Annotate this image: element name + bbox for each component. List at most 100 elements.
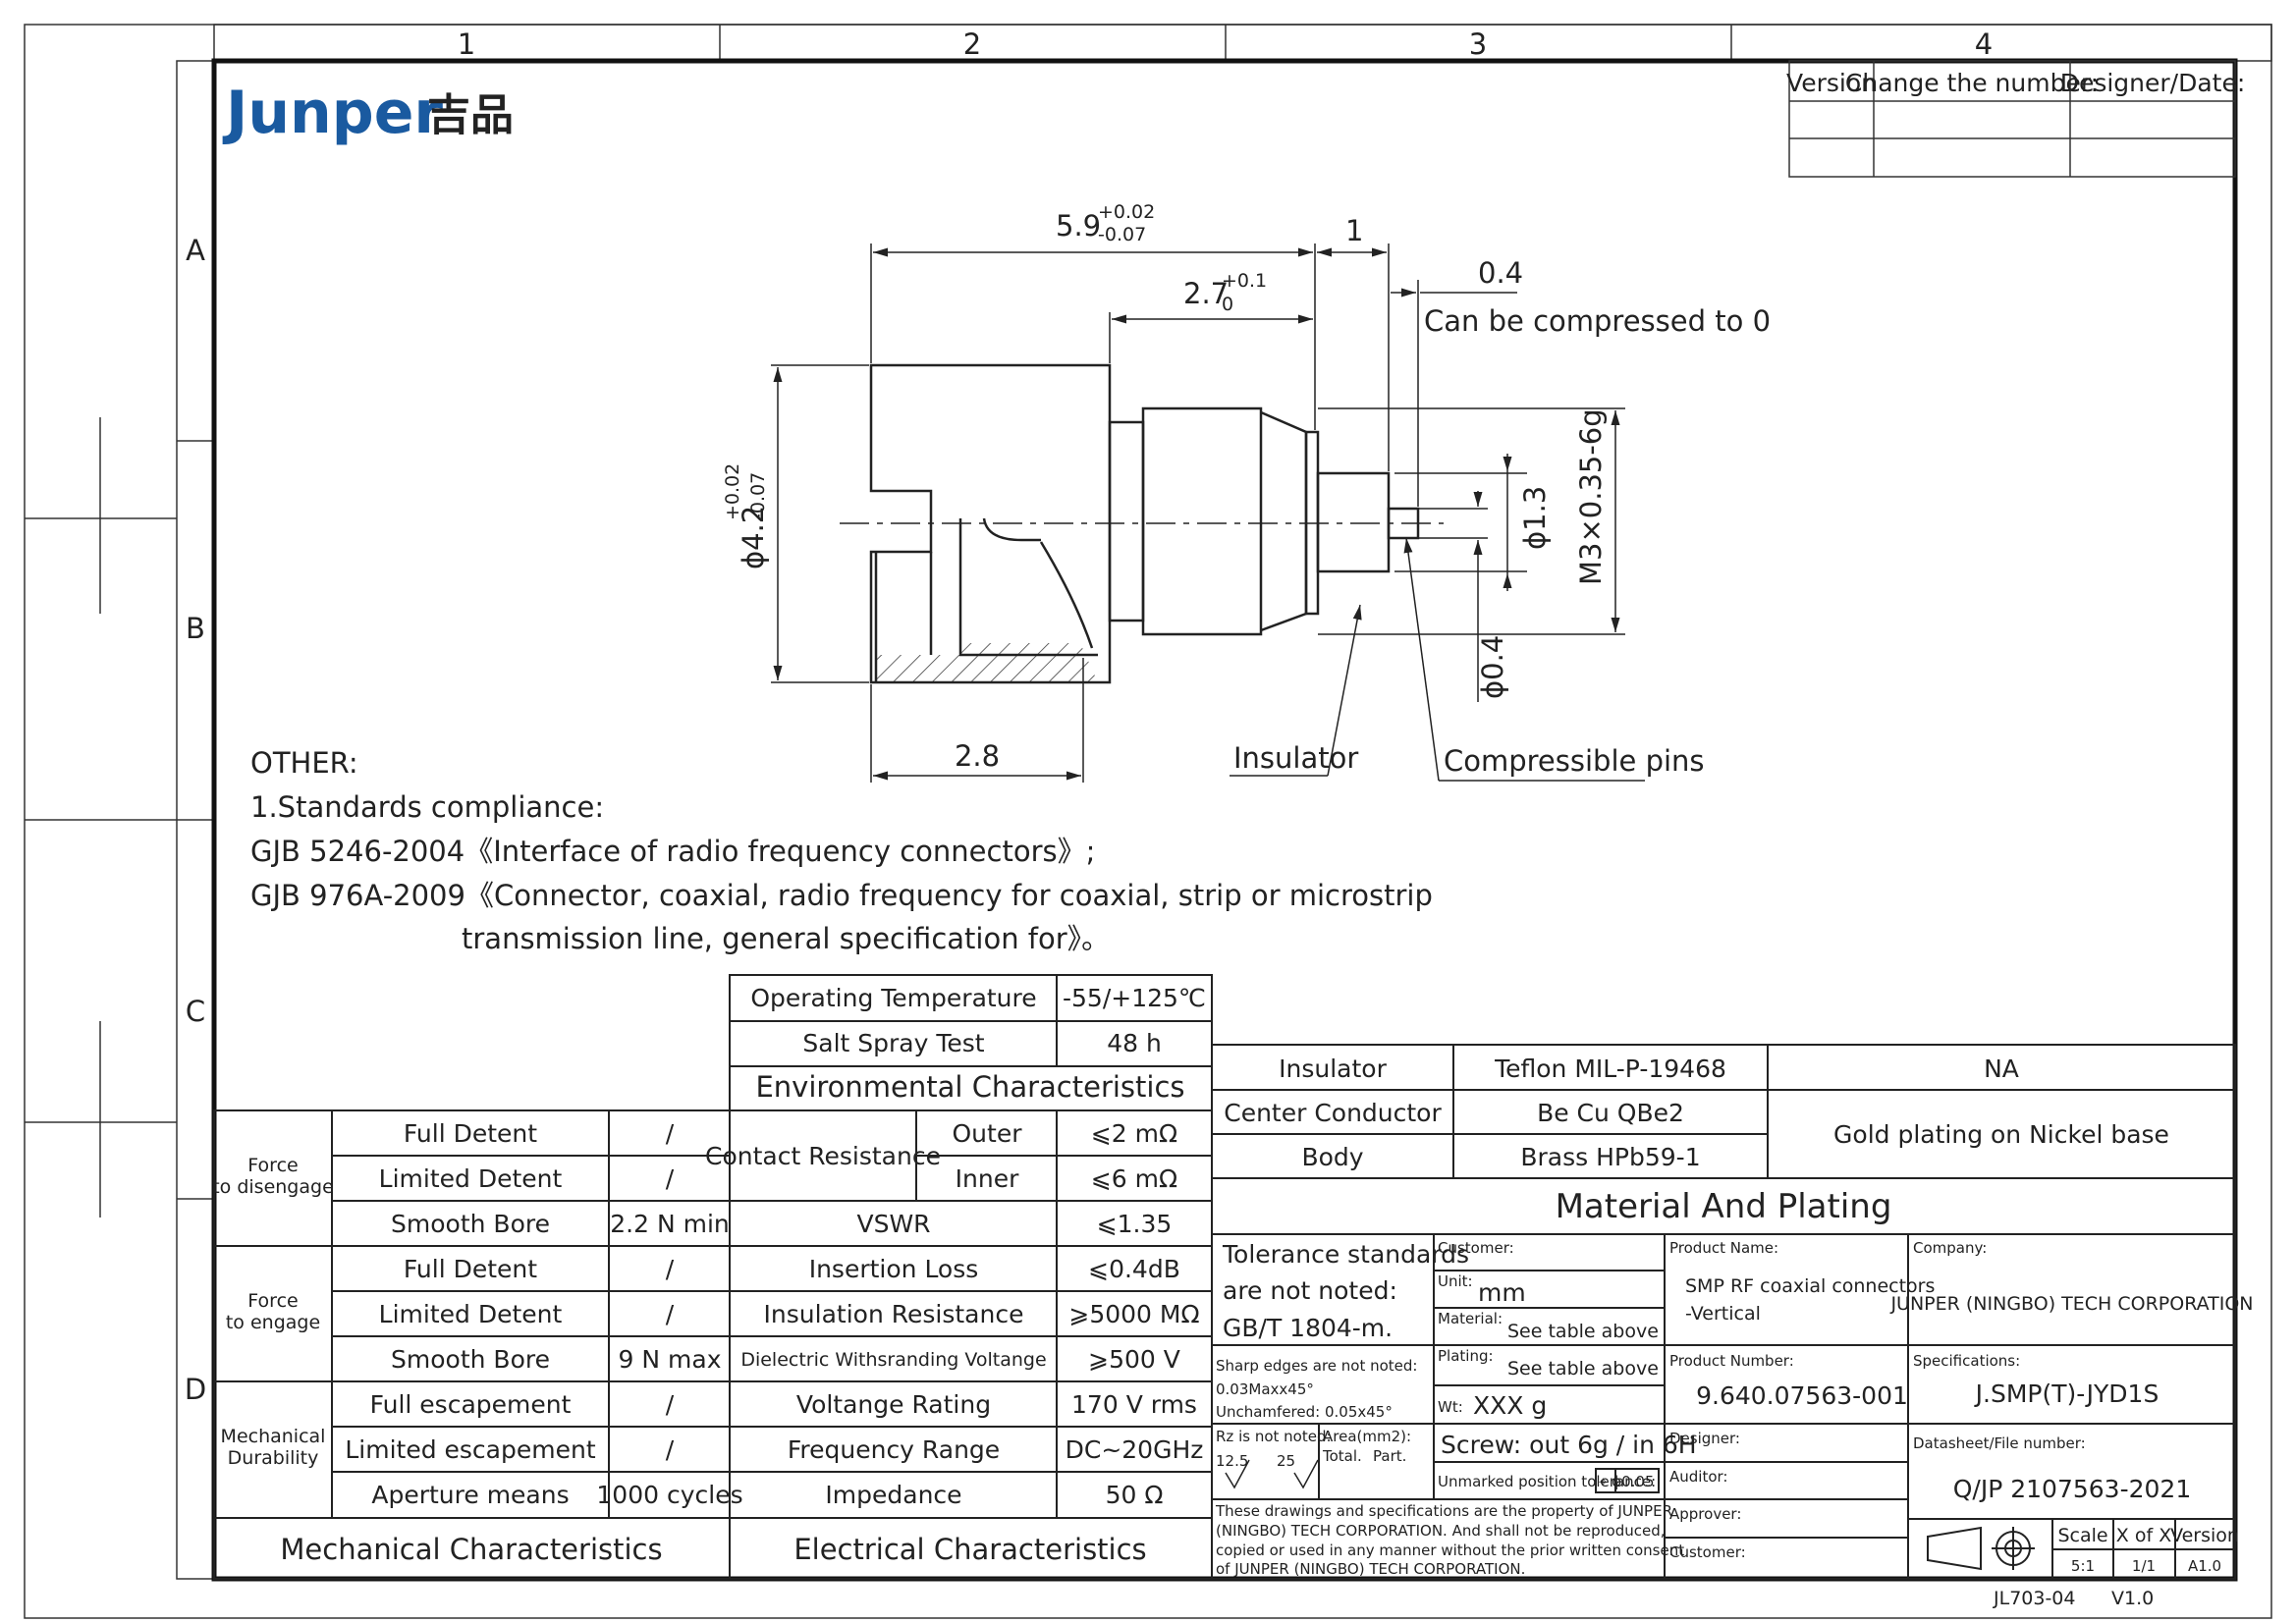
product-number-value: 9.640.07563-001	[1696, 1381, 1908, 1410]
dim-thread: M3×0.35-6g	[1574, 408, 1608, 585]
mech-group-1-l2: to engage	[226, 1312, 320, 1333]
designer-label: Designer:	[1669, 1430, 1740, 1447]
unit-value: mm	[1478, 1278, 1526, 1307]
datasheet-value: Q/JP 2107563-2021	[1953, 1475, 2191, 1503]
weight-value: XXX g	[1473, 1391, 1547, 1420]
material-value-0: Teflon MIL-P-19468	[1494, 1055, 1726, 1083]
dimensions	[771, 243, 1645, 783]
elec-row-value: 50 Ω	[1106, 1481, 1164, 1509]
dim-body-diameter-tol-up: +0.02	[722, 463, 743, 520]
area-label: Area(mm2):	[1323, 1428, 1411, 1445]
mech-row-value: /	[666, 1119, 675, 1148]
env-label-1: Salt Spray Test	[802, 1029, 984, 1057]
sharp-edges-line-2: 0.03Maxx45°	[1216, 1380, 1314, 1398]
env-label-0: Operating Temperature	[750, 984, 1036, 1012]
dim-mid-tol-dn: 0	[1222, 294, 1233, 315]
elec-contact-inner-value: ⩽6 mΩ	[1091, 1164, 1177, 1193]
specifications-label: Specifications:	[1913, 1352, 2020, 1370]
dim-tip-diameter: ϕ0.4	[1476, 635, 1509, 699]
material-value-1: Be Cu QBe2	[1537, 1099, 1684, 1127]
notes-line-5: transmission line, general specification…	[462, 922, 1110, 955]
notes-line-4: GJB 976A-2009《Connector, coaxial, radio …	[250, 879, 1433, 912]
notes-line-2: 1.Standards compliance:	[250, 790, 604, 824]
footer-form-code: JL703-04	[1993, 1588, 2076, 1609]
mech-row-value: /	[666, 1390, 675, 1419]
elec-row-label: Voltange Rating	[796, 1390, 991, 1419]
tolerance-line-3: GB/T 1804-m.	[1223, 1314, 1393, 1342]
company-logo: Junper	[222, 79, 443, 147]
weight-label: Wt:	[1438, 1398, 1463, 1416]
elec-row-value: 170 V rms	[1071, 1390, 1197, 1419]
footer-form-revision: V1.0	[2111, 1588, 2154, 1609]
rights-line-3: copied or used in any manner without the…	[1216, 1542, 1684, 1559]
version-value: A1.0	[2188, 1557, 2221, 1575]
mech-row-label: Smooth Bore	[391, 1210, 550, 1238]
zone-row-c: C	[186, 995, 205, 1028]
elec-row-label: VSWR	[856, 1210, 930, 1238]
mech-title: Mechanical Characteristics	[280, 1533, 662, 1566]
elec-row-label: Dielectric Withsranding Voltange	[740, 1349, 1046, 1371]
env-value-1: 48 h	[1107, 1029, 1162, 1057]
material-part-1: Center Conductor	[1224, 1099, 1442, 1127]
dim-pin-diameter: ϕ1.3	[1518, 486, 1552, 550]
tolerance-line-1: Tolerance standards	[1222, 1240, 1469, 1269]
elec-row-label: Insulation Resistance	[764, 1300, 1024, 1328]
label-compressible-pins: Compressible pins	[1444, 744, 1705, 778]
dim-one: 1	[1345, 214, 1363, 247]
plating-field-value: See table above	[1507, 1358, 1659, 1380]
mech-row-label: Smooth Bore	[391, 1345, 550, 1374]
dim-overall-tol-up: +0.02	[1098, 201, 1155, 223]
unmarked-tolerance-label: Unmarked position tolerance:	[1438, 1473, 1656, 1490]
elec-row-value: ⩾5000 MΩ	[1068, 1300, 1199, 1328]
projection-symbol	[1927, 1526, 2035, 1571]
elec-title: Electrical Characteristics	[793, 1533, 1146, 1566]
mech-row-value: /	[666, 1164, 675, 1193]
sheet-value: 1/1	[2132, 1557, 2156, 1575]
rights-line-4: of JUNPER (NINGBO) TECH CORPORATION.	[1216, 1560, 1525, 1578]
dim-gap: 0.4	[1478, 256, 1523, 290]
elec-row-value: ⩽0.4dB	[1088, 1255, 1180, 1283]
product-number-label: Product Number:	[1669, 1352, 1794, 1370]
material-value-2: Brass HPb59-1	[1520, 1143, 1700, 1171]
material-field-value: See table above	[1507, 1321, 1659, 1342]
elec-row-value: DC~20GHz	[1066, 1435, 1204, 1464]
roughness-symbols	[1225, 1459, 1319, 1489]
dim-body-diameter: ϕ4.2	[737, 506, 770, 569]
area-total-label: Total.	[1322, 1447, 1362, 1465]
plating-insulator: NA	[1984, 1055, 2019, 1083]
label-insulator: Insulator	[1233, 741, 1358, 775]
plating-main: Gold plating on Nickel base	[1833, 1120, 2169, 1149]
approver-label: Approver:	[1669, 1505, 1741, 1523]
elec-contact-outer-value: ⩽2 mΩ	[1091, 1119, 1177, 1148]
customer-approval-label: Customer:	[1669, 1543, 1746, 1561]
scale-header: Scale	[2057, 1525, 2107, 1546]
revision-change-header: Change the number:	[1845, 69, 2099, 97]
mech-row-label: Full Detent	[404, 1255, 537, 1283]
elec-row-label: Insertion Loss	[809, 1255, 979, 1283]
mech-group-1-l1: Force	[247, 1290, 298, 1312]
zone-row-a: A	[186, 234, 205, 267]
revision-table	[1788, 60, 2236, 178]
rights-line-2: (NINGBO) TECH CORPORATION. And shall not…	[1216, 1522, 1666, 1540]
dim-overall-tol-dn: -0.07	[1098, 224, 1146, 245]
screw-value: Screw: out 6g / in 6H	[1441, 1431, 1697, 1459]
mech-row-value: 1000 cycles	[596, 1481, 742, 1509]
mech-row-label: Full escapement	[370, 1390, 572, 1419]
material-part-0: Insulator	[1279, 1055, 1387, 1083]
mech-row-label: Aperture means	[371, 1481, 569, 1509]
mech-row-value: 2.2 N min	[610, 1210, 730, 1238]
zone-row-d: D	[185, 1373, 206, 1406]
plating-field-label: Plating:	[1438, 1347, 1494, 1365]
mech-row-value: /	[666, 1255, 675, 1283]
material-title: Material And Plating	[1556, 1187, 1892, 1226]
mech-group-0-l2: to disengage	[212, 1176, 334, 1198]
area-part-label: Part.	[1373, 1447, 1406, 1465]
mech-row-label: Limited escapement	[345, 1435, 595, 1464]
sheet-header: X of X	[2116, 1525, 2171, 1546]
material-field-label: Material:	[1438, 1310, 1503, 1327]
mech-row-value: /	[666, 1435, 675, 1464]
rights-line-1: These drawings and specifications are th…	[1215, 1502, 1672, 1520]
mech-row-label: Limited Detent	[379, 1164, 563, 1193]
material-table	[1211, 1044, 2236, 1235]
specifications-value: J.SMP(T)-JYD1S	[1974, 1380, 2159, 1408]
